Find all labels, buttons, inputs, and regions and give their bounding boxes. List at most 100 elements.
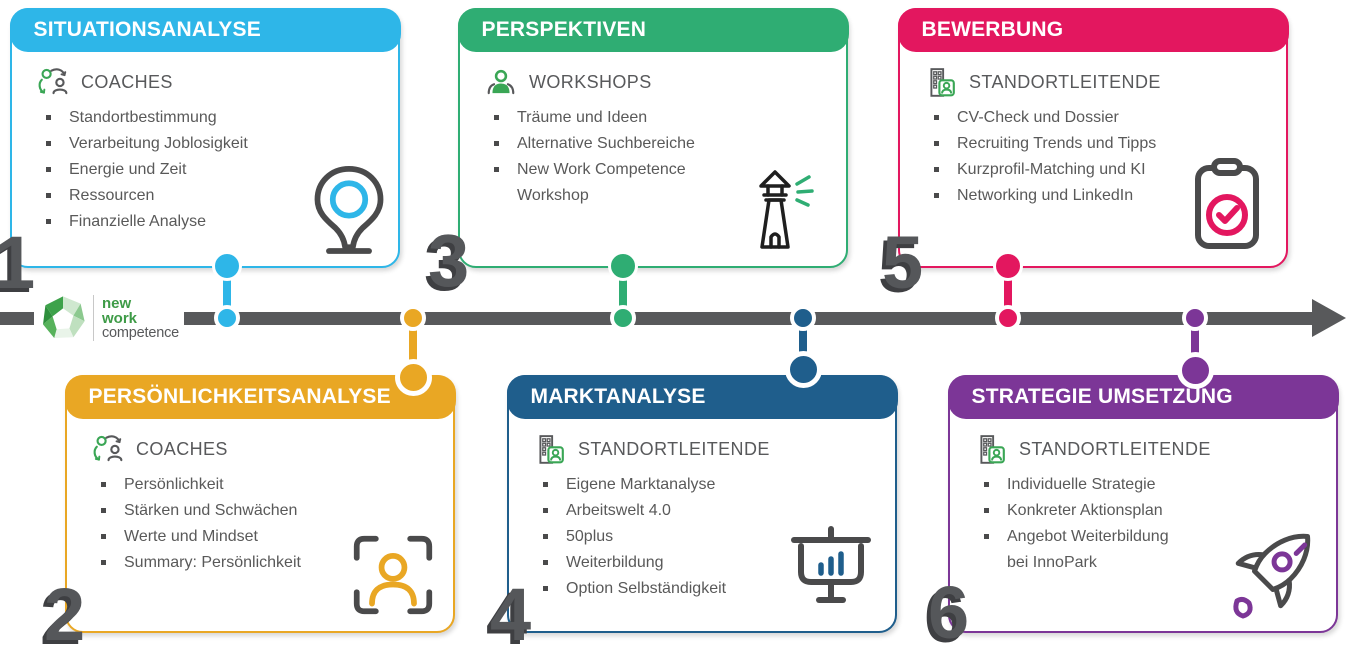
connector-card-dot-1 [212, 251, 242, 281]
topic-list: Träume und Ideen Alternative Suchbereich… [460, 105, 846, 209]
card-persoenlichkeitsanalyse: PERSÖNLICHKEITSANALYSE COACHES Persönlic… [64, 374, 456, 633]
bullet-icon [984, 481, 989, 487]
list-item: Eigene Marktanalyse [543, 472, 895, 498]
list-item: Networking und LinkedIn [934, 183, 1286, 209]
connector-stem-3 [619, 260, 627, 318]
logo-wordmark: new work competence [102, 296, 179, 341]
connector-stem-4 [799, 318, 807, 368]
coaches-icon [93, 434, 123, 461]
step-number-2: 2 [44, 573, 86, 646]
bullet-icon [543, 559, 548, 565]
bullet-icon [46, 192, 51, 198]
audience-label: COACHES [81, 72, 173, 92]
list-item: Finanzielle Analyse [46, 209, 398, 235]
list-item: Konkreter Aktionsplan [984, 498, 1336, 524]
audience-label: COACHES [136, 439, 228, 459]
list-item: CV-Check und Dossier [934, 105, 1286, 131]
connector-card-dot-3 [608, 251, 638, 281]
person-frame-icon [353, 535, 433, 615]
audience-row: STANDORTLEITENDE [925, 67, 1286, 99]
bullet-icon [934, 140, 939, 146]
list-item: New Work Competence Workshop [494, 157, 846, 209]
bullet-icon [101, 507, 106, 513]
coaches-icon [38, 67, 68, 94]
step-number-3: 3 [428, 219, 470, 302]
bullet-icon [494, 140, 499, 146]
location-pin-search-icon [314, 165, 384, 254]
logo-line-new: new [102, 294, 132, 312]
list-item: Individuelle Strategie [984, 472, 1336, 498]
logo-line-competence: competence [102, 324, 179, 341]
bullet-icon [934, 166, 939, 172]
audience-row: COACHES [92, 434, 453, 466]
clipboard-check-icon [1195, 158, 1259, 249]
card-strategie-umsetzung: STRATEGIE UMSETZUNG STANDORTLEITENDE Ind… [947, 374, 1339, 633]
list-item: Alternative Suchbereiche [494, 131, 846, 157]
connector-timeline-dot-1 [214, 305, 240, 331]
list-item: Summary: Persönlichkeit [101, 550, 453, 576]
rocket-icon [1233, 533, 1311, 619]
connector-stem-6 [1191, 318, 1199, 369]
audience-label: STANDORTLEITENDE [1019, 439, 1211, 459]
bullet-icon [934, 114, 939, 120]
logo-divider [93, 295, 94, 341]
timeline-bar [0, 312, 1316, 325]
topic-list: Eigene Marktanalyse Arbeitswelt 4.0 50pl… [509, 472, 895, 602]
list-item: Verarbeitung Joblosigkeit [46, 131, 398, 157]
audience-row: STANDORTLEITENDE [975, 434, 1336, 466]
step-number-1: 1 [0, 221, 36, 304]
list-item: Träume und Ideen [494, 105, 846, 131]
connector-stem-2 [409, 318, 417, 376]
audience-row: WORKSHOPS [485, 67, 846, 99]
standortleitende-icon [930, 67, 955, 97]
bullet-icon [543, 585, 548, 591]
bullet-icon [101, 481, 106, 487]
card-title: PERSPEKTIVEN [481, 17, 647, 41]
bullet-icon [494, 166, 499, 172]
bullet-icon [984, 507, 989, 513]
bullet-icon [543, 533, 548, 539]
card-header: PERSPEKTIVEN [457, 7, 849, 52]
card-situationsanalyse: SITUATIONSANALYSE COACHES Standortbestim… [9, 7, 401, 268]
card-title: STRATEGIE UMSETZUNG [971, 384, 1233, 408]
step-number-4: 4 [490, 573, 532, 646]
timeline-arrowhead-icon [1312, 299, 1346, 337]
list-item: Persönlichkeit [101, 472, 453, 498]
card-header: STRATEGIE UMSETZUNG [947, 374, 1339, 419]
workshops-icon [487, 69, 515, 94]
step-number-5: 5 [882, 221, 924, 304]
presentation-chart-icon [791, 526, 871, 603]
topic-list: CV-Check und Dossier Recruiting Trends u… [900, 105, 1286, 209]
audience-row: COACHES [37, 67, 398, 99]
bullet-icon [46, 140, 51, 146]
bullet-icon [46, 114, 51, 120]
connector-card-dot-5 [993, 251, 1023, 281]
connector-stem-5 [1004, 260, 1012, 318]
connector-card-dot-4 [785, 351, 822, 388]
card-perspektiven: PERSPEKTIVEN WORKSHOPS Träume und Ideen … [457, 7, 849, 268]
card-header: MARKTANALYSE [506, 374, 898, 419]
connector-stem-1 [223, 260, 231, 318]
list-item: Arbeitswelt 4.0 [543, 498, 895, 524]
connector-card-dot-6 [1177, 352, 1214, 389]
list-item: Option Selbständigkeit [543, 576, 895, 602]
list-item: Angebot Weiterbildung bei InnoPark [984, 524, 1336, 576]
audience-label: STANDORTLEITENDE [578, 439, 770, 459]
card-header: PERSÖNLICHKEITSANALYSE [64, 374, 456, 419]
card-title: SITUATIONSANALYSE [33, 17, 261, 41]
logo-polygon-icon [43, 296, 85, 338]
list-item: Werte und Mindset [101, 524, 453, 550]
card-marktanalyse: MARKTANALYSE STANDORTLEITENDE Eigene Mar… [506, 374, 898, 633]
card-title: PERSÖNLICHKEITSANALYSE [88, 384, 391, 408]
list-item: Ressourcen [46, 183, 398, 209]
bullet-icon [101, 559, 106, 565]
audience-label: STANDORTLEITENDE [969, 72, 1161, 92]
connector-timeline-dot-2 [400, 305, 426, 331]
bullet-icon [984, 533, 989, 539]
audience-row: STANDORTLEITENDE [534, 434, 895, 466]
lighthouse-icon [759, 170, 814, 249]
list-item: Kurzprofil-Matching und KI [934, 157, 1286, 183]
bullet-icon [101, 533, 106, 539]
card-header: BEWERBUNG [897, 7, 1289, 52]
